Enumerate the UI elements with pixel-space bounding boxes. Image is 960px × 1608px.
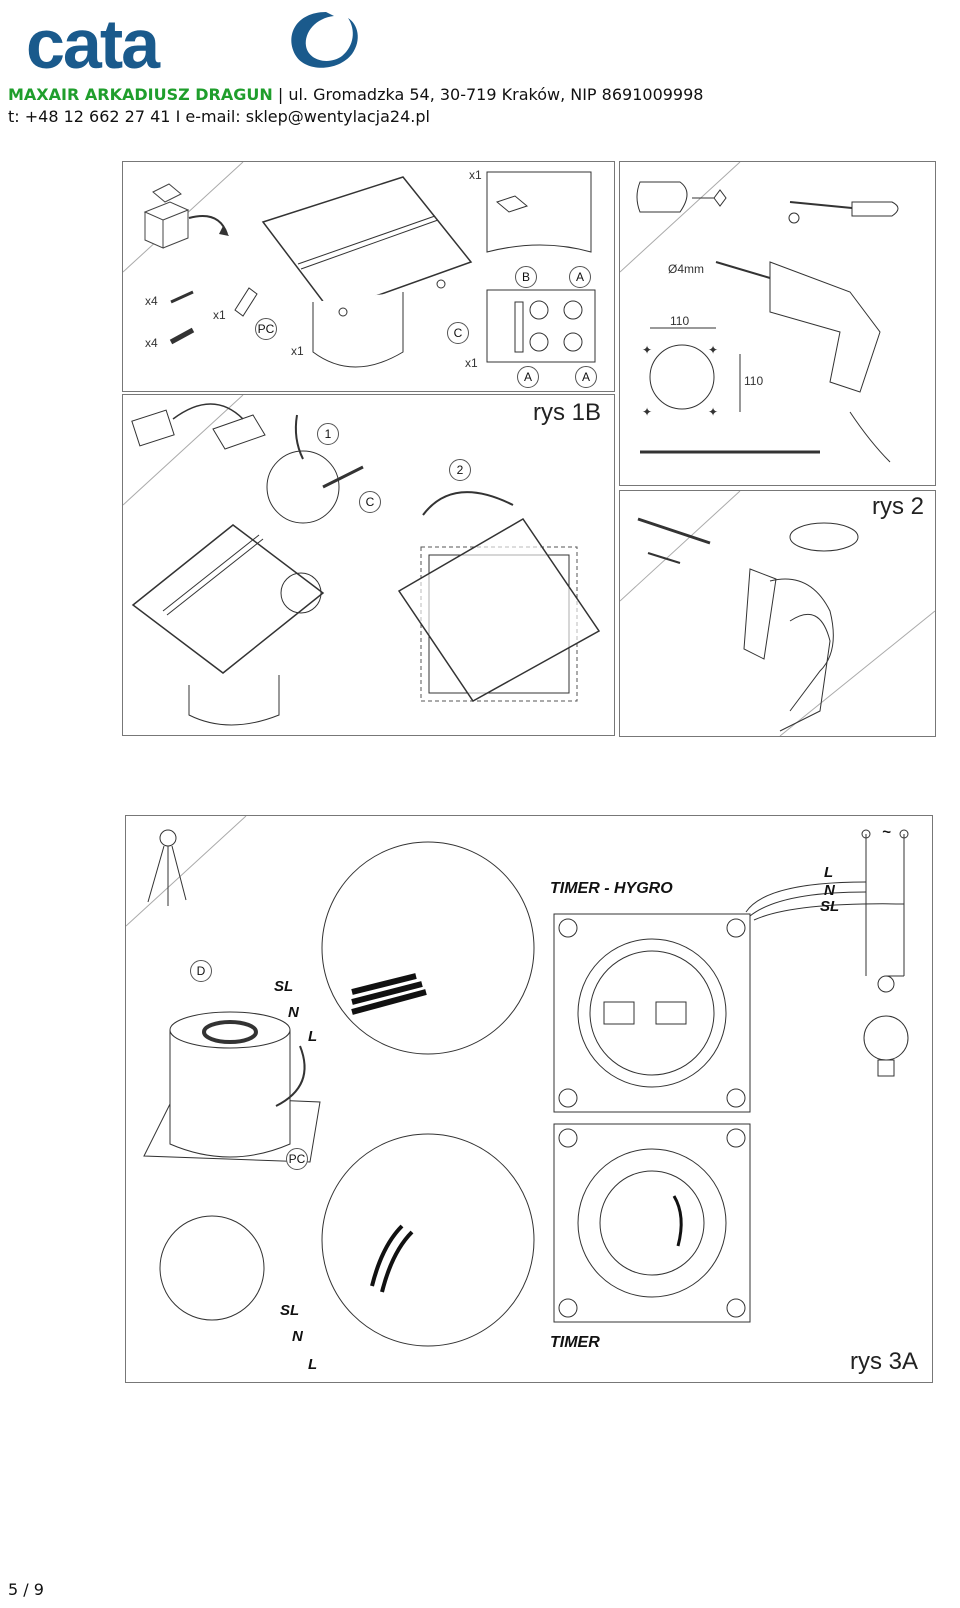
contact-line: t: +48 12 662 27 41 I e-mail: sklep@went… — [8, 107, 430, 126]
wire-sl-bottom: SL — [280, 1302, 300, 1319]
logo-wordmark: cata — [26, 6, 161, 76]
label-pc: PC — [255, 318, 277, 340]
wire-sl-top: SL — [274, 978, 294, 995]
figure-label-2: rys 2 — [872, 493, 925, 520]
supply-sl: SL — [820, 898, 840, 915]
label-a-bottom-right: A — [575, 366, 597, 388]
label-b: B — [515, 266, 537, 288]
panel-drilling: rys 2 — [619, 490, 936, 737]
figure-label-1b: rys 1B — [533, 399, 602, 426]
dimension-width: 110 — [670, 314, 690, 328]
qty-plugs: x4 — [145, 336, 158, 350]
label-d: D — [190, 960, 212, 982]
drilling-drawing — [620, 491, 935, 736]
drill-size: Ø4mm — [668, 262, 704, 276]
company-address: | ul. Gromadzka 54, 30-719 Kraków, NIP 8… — [272, 85, 704, 104]
wiring-drawing — [126, 816, 909, 1347]
company-line: MAXAIR ARKADIUSZ DRAGUN | ul. Gromadzka … — [8, 84, 703, 106]
company-name: MAXAIR ARKADIUSZ DRAGUN — [8, 85, 273, 104]
cata-logo: cata — [26, 6, 358, 76]
package-drawing — [123, 162, 596, 368]
tools-drawing: ✦ ✦ ✦ ✦ — [620, 162, 899, 463]
heading-timer: TIMER — [550, 1334, 600, 1351]
page-number: 5 / 9 — [8, 1580, 44, 1599]
label-pc-wiring: PC — [286, 1148, 308, 1170]
label-a-bottom-left: A — [517, 366, 539, 388]
svg-text:✦: ✦ — [642, 405, 652, 419]
qty-clip: x1 — [213, 308, 226, 322]
step-two-label: 2 — [449, 459, 471, 481]
wire-l-top: L — [308, 1028, 318, 1045]
supply-tilde: ~ — [882, 824, 891, 841]
cover-drawing — [123, 395, 601, 726]
panel-cover-removal: rys 1B 1 2 C — [122, 394, 615, 736]
qty-card: x1 — [469, 168, 482, 182]
qty-fan: x1 — [291, 344, 304, 358]
label-a-top: A — [569, 266, 591, 288]
svg-text:✦: ✦ — [708, 343, 718, 357]
label-c: C — [447, 322, 469, 344]
figure-label-3a: rys 3A — [850, 1348, 919, 1375]
wire-n-top: N — [288, 1004, 299, 1021]
supply-n: N — [824, 882, 835, 899]
cover-label-c: C — [359, 491, 381, 513]
wire-n-bottom: N — [292, 1328, 303, 1345]
qty-board: x1 — [465, 356, 478, 370]
svg-text:✦: ✦ — [708, 405, 718, 419]
panel-drilling-tools: ✦ ✦ ✦ ✦ Ø4mm 110 110 — [619, 161, 936, 486]
step-one-label: 1 — [317, 423, 339, 445]
qty-screws: x4 — [145, 294, 158, 308]
panel-package-contents: x1 x4 x4 x1 x1 x1 PC C B A A A — [122, 161, 615, 392]
dimension-height: 110 — [744, 374, 764, 388]
panel-wiring: TIMER - HYGRO TIMER rys 3A D PC SL N L S… — [125, 815, 933, 1383]
wire-l-bottom: L — [308, 1356, 318, 1373]
svg-text:✦: ✦ — [642, 343, 652, 357]
supply-l: L — [824, 864, 834, 881]
heading-timer-hygro: TIMER - HYGRO — [550, 880, 673, 897]
